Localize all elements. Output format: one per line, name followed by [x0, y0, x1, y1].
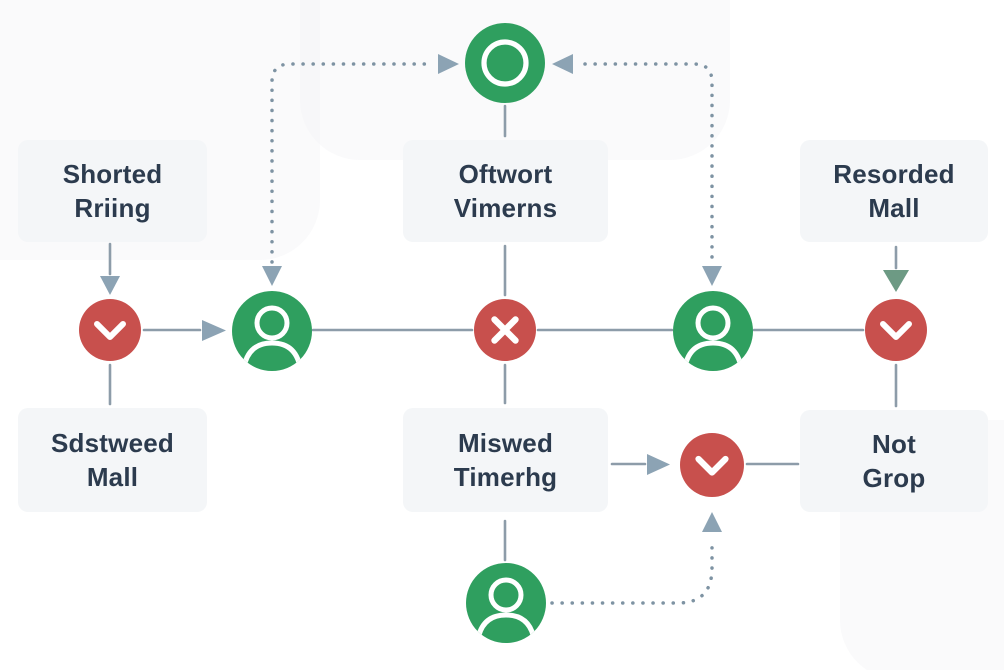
- arrowhead-left-ring: [552, 54, 573, 74]
- green-circle: [465, 23, 545, 103]
- dotted-path-user3-red3: [550, 540, 714, 605]
- ring-status-node: [465, 23, 545, 103]
- chevron-down-icon: [695, 455, 729, 476]
- arrowhead-right-red3: [647, 454, 670, 475]
- box-label-line: Sdstweed: [51, 428, 174, 458]
- error-status-node: [474, 299, 536, 361]
- node-box-sdstweed-mall: Sdstweed Mall: [18, 408, 207, 512]
- arrowhead-down-user1: [262, 266, 282, 286]
- chevron-down-icon: [880, 321, 912, 340]
- person-icon: [474, 577, 538, 643]
- chevron-status-node-bottom: [680, 433, 744, 497]
- node-box-oftwort-vimerns: Oftwort Vimerns: [403, 140, 608, 242]
- chevron-status-node-left: [79, 299, 141, 361]
- box-label-line: Vimerns: [453, 193, 558, 223]
- person-icon: [681, 305, 745, 371]
- arrowhead-right-ring: [438, 54, 459, 74]
- box-label-line: Oftwort: [458, 159, 553, 189]
- node-box-miswed-timerhg: Miswed Timerhg: [403, 408, 608, 512]
- red-circle: [79, 299, 141, 361]
- ring-icon: [481, 39, 529, 87]
- chevron-down-icon: [94, 321, 126, 340]
- box-label-line: Miswed: [457, 428, 554, 458]
- red-circle: [680, 433, 744, 497]
- x-mark-icon: [491, 316, 519, 344]
- user-node-left: [232, 291, 312, 371]
- chevron-status-node-right: [865, 299, 927, 361]
- box-label-line: Timerhg: [453, 462, 558, 492]
- box-label-line: Resorded: [833, 159, 955, 189]
- arrowhead-down-red2-teal: [883, 270, 909, 292]
- arrowhead-right-user1: [202, 320, 226, 341]
- user-node-bottom: [466, 563, 546, 643]
- arrowhead-down-red1: [100, 276, 120, 295]
- arrowhead-up-red3: [702, 512, 722, 532]
- box-label-line: Grop: [862, 463, 926, 493]
- box-label-line: Mall: [868, 193, 920, 223]
- arrowhead-down-user2: [702, 266, 722, 286]
- red-circle: [865, 299, 927, 361]
- box-label-line: Rriing: [74, 193, 151, 223]
- box-label-line: Mall: [86, 462, 139, 492]
- node-box-not-grop: Not Grop: [800, 410, 988, 512]
- node-box-shorted-rriing: Shorted Rriing: [18, 140, 207, 242]
- user-node-right: [673, 291, 753, 371]
- box-label-line: Shorted: [62, 159, 163, 189]
- box-label-line: Not: [872, 429, 916, 459]
- person-icon: [240, 305, 304, 371]
- node-box-resorded-mall: Resorded Mall: [800, 140, 988, 242]
